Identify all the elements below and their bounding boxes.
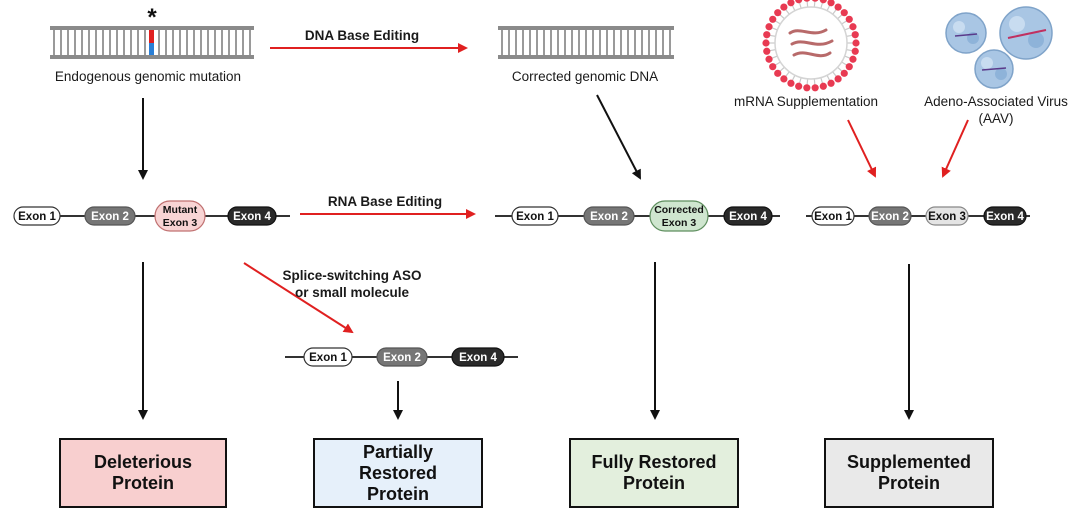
arrow-corrected-to-transcript	[596, 94, 641, 180]
svg-text:Exon 1: Exon 1	[18, 211, 56, 223]
svg-text:Exon 2: Exon 2	[871, 211, 909, 223]
arrow-aav-to-transcript	[941, 119, 969, 178]
svg-text:Exon 1: Exon 1	[309, 352, 347, 364]
exon-2	[583, 206, 635, 226]
mutation-asterisk: *	[147, 4, 157, 31]
aav-label-line2: (AAV)	[978, 111, 1013, 126]
svg-text:Exon 4: Exon 4	[986, 211, 1024, 223]
svg-text:Exon 2: Exon 2	[590, 211, 628, 223]
splice-label-line2: or small molecule	[295, 285, 410, 300]
arrow-mrna-to-transcript	[847, 119, 877, 178]
mutant-dna-label: Endogenous genomic mutation	[55, 69, 241, 84]
exon-1	[303, 347, 353, 367]
svg-text:Exon 4: Exon 4	[233, 211, 271, 223]
corrected-dna-label: Corrected genomic DNA	[512, 69, 658, 84]
exon-4	[723, 206, 773, 226]
supplemented-line2: Protein	[877, 473, 940, 493]
svg-text:Exon 4: Exon 4	[459, 352, 497, 364]
splice-label-line1: Splice-switching ASO	[282, 268, 421, 283]
svg-text:Exon 3: Exon 3	[163, 217, 198, 229]
svg-text:Exon 3: Exon 3	[662, 217, 697, 229]
svg-text:Exon 4: Exon 4	[729, 211, 767, 223]
svg-text:Exon 1: Exon 1	[814, 211, 852, 223]
supplemented-line1: Supplemented	[846, 452, 971, 472]
exon-4	[451, 347, 505, 367]
splice-switching-arrow	[243, 262, 354, 334]
full-line1: Fully Restored	[591, 452, 717, 472]
rna-editing-label: RNA Base Editing	[328, 194, 442, 209]
mrna-label: mRNA Supplementation	[734, 94, 878, 109]
svg-text:Corrected: Corrected	[654, 204, 704, 216]
deleterious-line2: Protein	[111, 473, 174, 493]
corrected-dna-icon	[498, 26, 674, 59]
svg-text:Mutant: Mutant	[163, 204, 198, 216]
svg-text:Exon 1: Exon 1	[516, 211, 554, 223]
full-line2: Protein	[622, 473, 685, 493]
fully-restored-protein-box: Fully Restored Protein	[569, 438, 739, 508]
aav-label-line1: Adeno-Associated Virus	[924, 94, 1068, 109]
deleterious-protein-box: Deleterious Protein	[59, 438, 227, 508]
svg-text:Exon 2: Exon 2	[383, 352, 421, 364]
partial-line3: Protein	[366, 483, 429, 504]
mutant-dna-icon	[50, 26, 254, 59]
aav-particles-icon	[945, 6, 1053, 89]
partial-line2: Restored	[358, 462, 438, 483]
exon-1	[811, 206, 855, 226]
mutant-exon-3	[154, 200, 206, 232]
mutant-transcript: Exon 1 Exon 2 Mutant Exon 3 Exon 4	[13, 200, 290, 232]
exon-1	[13, 206, 61, 226]
deleterious-line1: Deleterious	[93, 452, 193, 472]
mutation-mark-red	[149, 30, 154, 43]
lipid-nanoparticle-icon	[762, 0, 860, 92]
corrected-exon-3	[649, 200, 709, 232]
exon-4	[983, 206, 1027, 226]
exon-2	[84, 206, 136, 226]
svg-text:Exon 2: Exon 2	[91, 211, 129, 223]
exon-3	[925, 206, 969, 226]
dna-editing-label: DNA Base Editing	[305, 28, 419, 43]
exon-2	[868, 206, 912, 226]
exon-1	[511, 206, 559, 226]
exon-2	[376, 347, 428, 367]
corrected-transcript: Exon 1 Exon 2 Corrected Exon 3 Exon 4	[495, 200, 780, 232]
mutation-mark-blue	[149, 43, 154, 55]
partially-restored-protein-box: Partially Restored Protein	[313, 438, 483, 508]
svg-text:Exon 3: Exon 3	[928, 211, 966, 223]
exon-4	[227, 206, 277, 226]
partial-line1: Partially	[362, 441, 434, 462]
supplemented-protein-box: Supplemented Protein	[824, 438, 994, 508]
exon-skipped-transcript: Exon 1 Exon 2 Exon 4	[285, 347, 518, 367]
supplemented-transcript: Exon 1 Exon 2 Exon 3 Exon 4	[806, 206, 1030, 226]
